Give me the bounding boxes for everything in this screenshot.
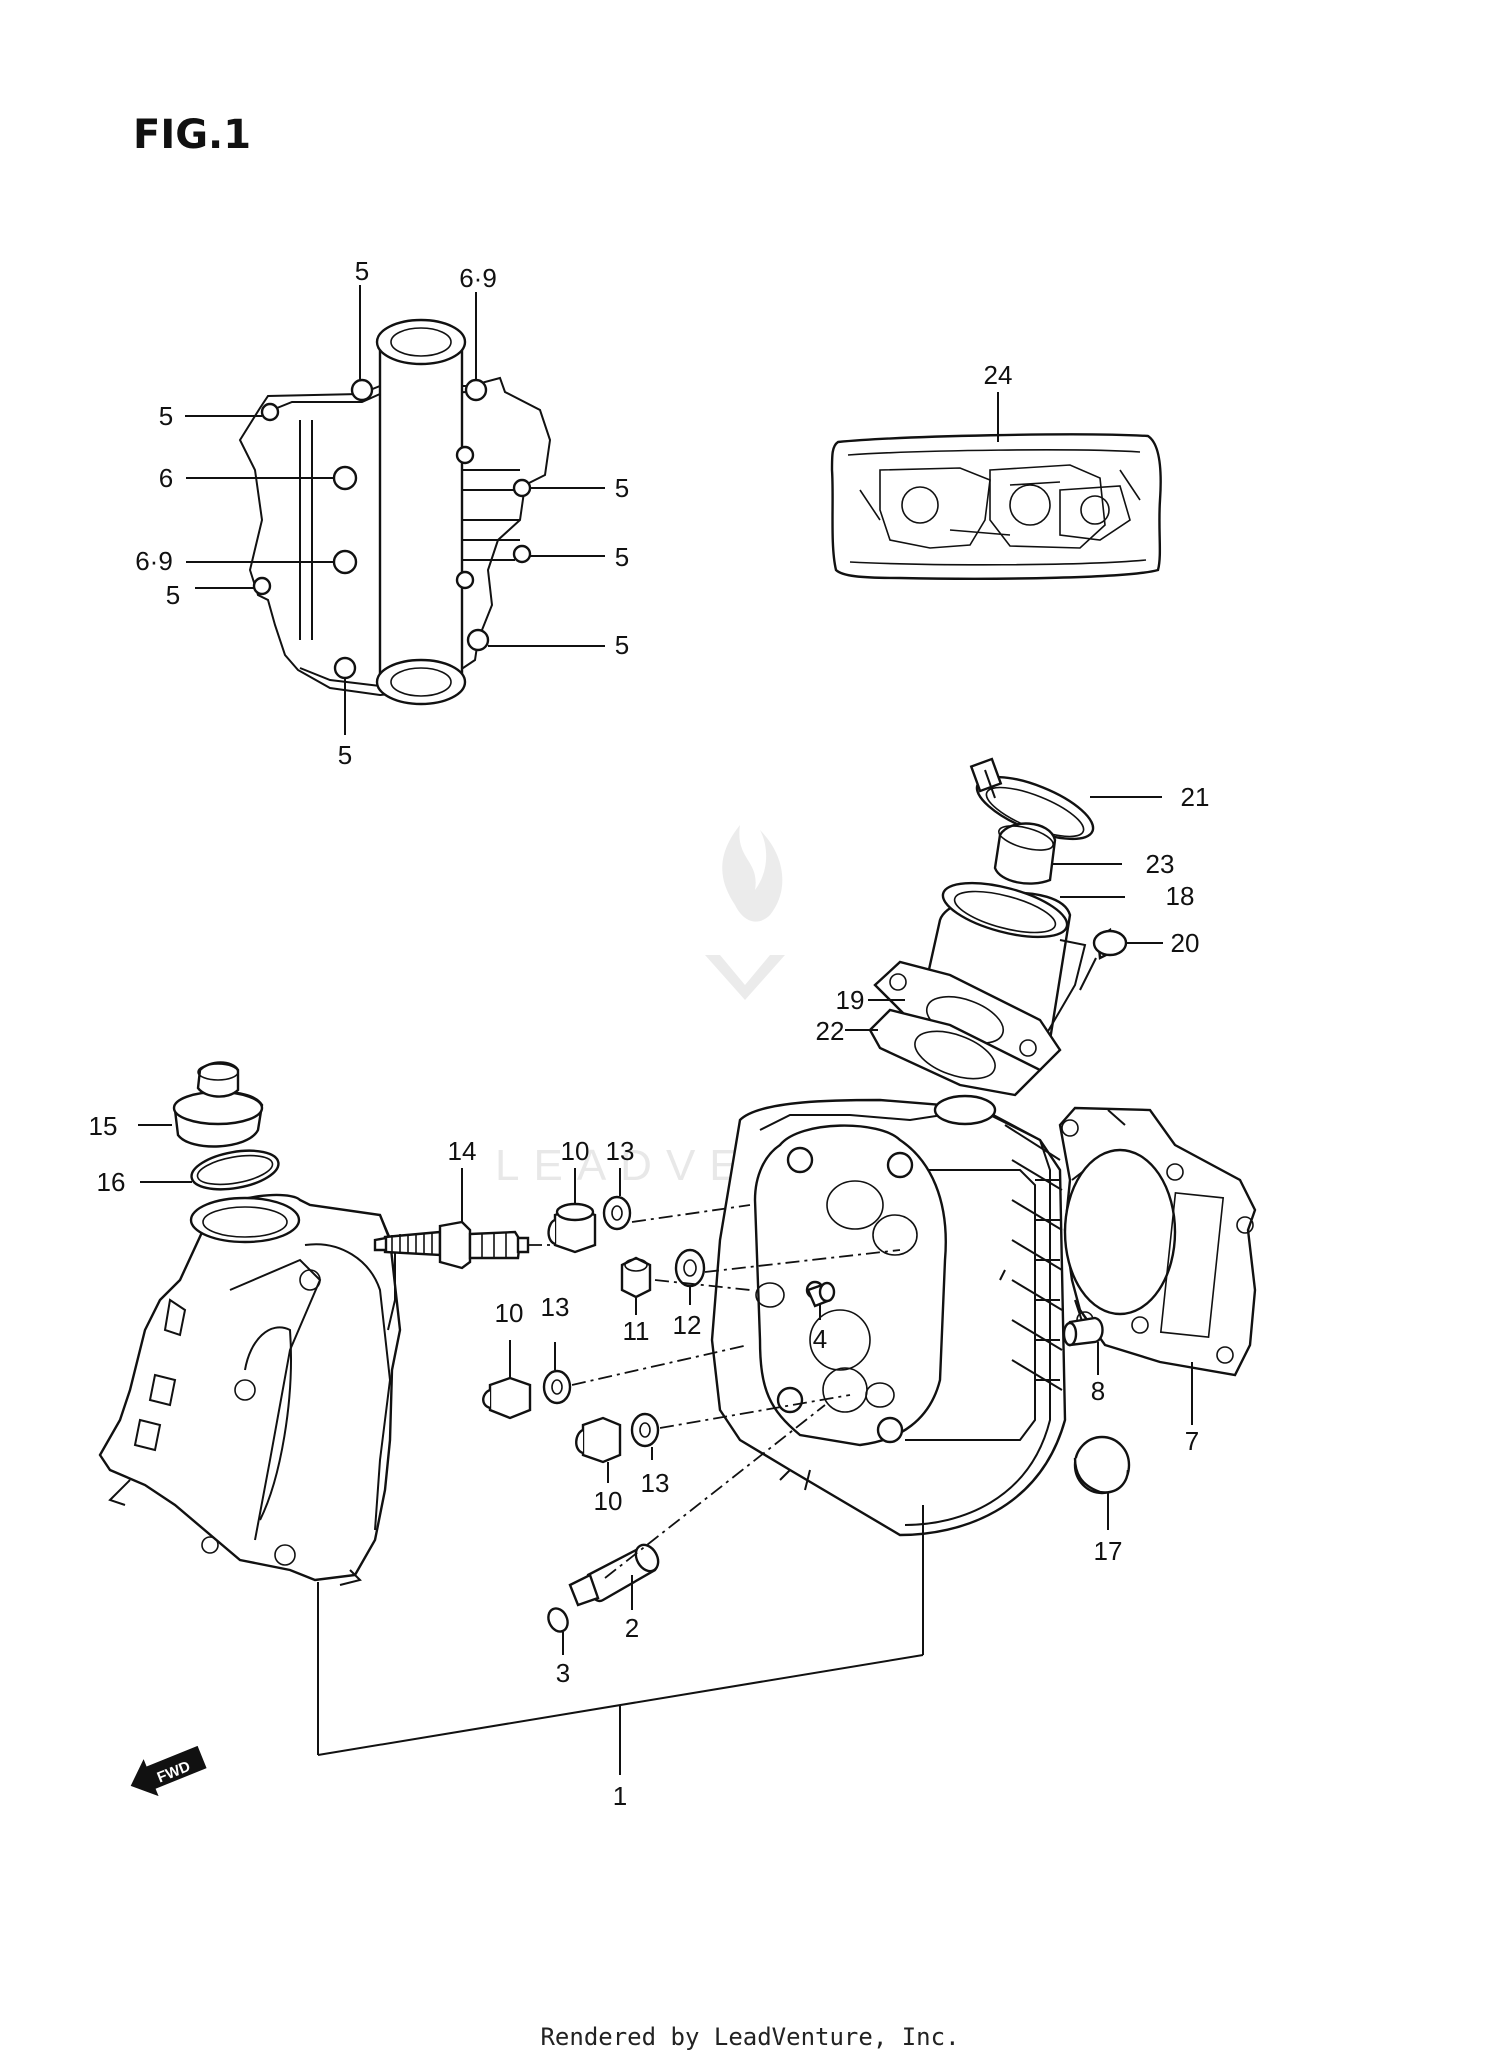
callout-2: 2 bbox=[625, 1613, 639, 1643]
stud-4 bbox=[806, 1281, 836, 1308]
callout-20: 20 bbox=[1171, 928, 1200, 958]
callout-16: 16 bbox=[97, 1167, 126, 1197]
circlip bbox=[547, 1607, 569, 1633]
gasket-set-package bbox=[830, 433, 1162, 580]
callout-5-right-upper: 5 bbox=[615, 473, 629, 503]
callout-1: 1 bbox=[613, 1781, 627, 1811]
forward-arrow-icon: FWD bbox=[130, 1745, 207, 1797]
washer-upper bbox=[602, 1195, 632, 1231]
valve-guide-axis-line bbox=[604, 1404, 826, 1579]
callout-22: 22 bbox=[816, 1016, 845, 1046]
callout-13-lower: 13 bbox=[641, 1468, 670, 1498]
callout-5-top: 5 bbox=[355, 256, 369, 286]
callout-6-9-top: 6·9 bbox=[459, 263, 497, 293]
callout-10-upper: 10 bbox=[561, 1136, 590, 1166]
cap-plug bbox=[1073, 1435, 1131, 1495]
axis-line-12 bbox=[704, 1249, 901, 1273]
axis-line-lower bbox=[659, 1394, 851, 1429]
intake-flange-and-gasket bbox=[868, 960, 1062, 1097]
callout-5-right-middle: 5 bbox=[615, 542, 629, 572]
cylinder-gasket bbox=[1058, 1106, 1257, 1377]
callout-10-lower: 10 bbox=[594, 1486, 623, 1516]
axis-line-upper bbox=[631, 1204, 751, 1223]
washer-lower bbox=[630, 1412, 660, 1448]
callout-5-right-lower: 5 bbox=[615, 630, 629, 660]
callout-13-upper: 13 bbox=[606, 1136, 635, 1166]
callout-13-middle: 13 bbox=[541, 1292, 570, 1322]
callout-11: 11 bbox=[623, 1316, 650, 1346]
axis-line-middle bbox=[571, 1344, 749, 1386]
cap-nut-upper bbox=[547, 1202, 597, 1254]
callout-5-bottom: 5 bbox=[338, 740, 352, 770]
valve-guide bbox=[568, 1543, 660, 1607]
callout-12: 12 bbox=[673, 1310, 702, 1340]
callout-10-middle: 10 bbox=[495, 1298, 524, 1328]
intake-screw bbox=[1079, 927, 1128, 991]
cap-nut-lower bbox=[575, 1416, 622, 1464]
oil-filler-cap bbox=[172, 1061, 264, 1148]
callout-6-9-left: 6·9 bbox=[135, 546, 173, 576]
callout-15: 15 bbox=[89, 1111, 118, 1141]
callout-5-left-lower: 5 bbox=[166, 580, 180, 610]
figure-title: FIG.1 bbox=[133, 112, 251, 158]
spark-plug bbox=[373, 1220, 530, 1270]
callout-18: 18 bbox=[1166, 881, 1195, 911]
cylinder-head-top-view bbox=[238, 318, 552, 706]
oil-filler-o-ring bbox=[190, 1149, 280, 1191]
callout-21: 21 bbox=[1181, 782, 1210, 812]
callout-19: 19 bbox=[836, 985, 865, 1015]
callout-5-left-upper: 5 bbox=[159, 401, 173, 431]
nut-11 bbox=[620, 1256, 652, 1299]
washer-middle bbox=[542, 1369, 572, 1405]
callout-4: 4 bbox=[813, 1324, 827, 1354]
callout-23: 23 bbox=[1146, 849, 1175, 879]
callout-3: 3 bbox=[556, 1658, 570, 1688]
callout-17: 17 bbox=[1094, 1536, 1123, 1566]
washer-12 bbox=[674, 1248, 706, 1288]
callout-7: 7 bbox=[1185, 1426, 1199, 1456]
callout-24: 24 bbox=[984, 360, 1013, 390]
cylinder-head-body bbox=[710, 1094, 1067, 1537]
footer-credit: Rendered by LeadVenture, Inc. bbox=[540, 2023, 959, 2051]
callout-8: 8 bbox=[1091, 1376, 1105, 1406]
dowel-pin bbox=[1062, 1316, 1104, 1347]
cylinder-head-cover bbox=[98, 1193, 402, 1586]
callout-6-left: 6 bbox=[159, 463, 173, 493]
callout-14: 14 bbox=[448, 1136, 477, 1166]
cap-nut-middle bbox=[482, 1376, 532, 1420]
axis-line-11 bbox=[654, 1279, 751, 1291]
